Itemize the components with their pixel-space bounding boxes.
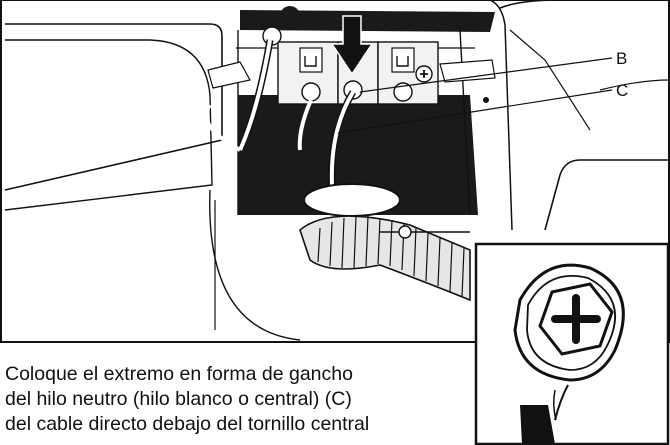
right-panel-edge	[489, 0, 513, 231]
ground-wire-loop	[204, 103, 241, 152]
down-arrow-icon	[330, 15, 374, 76]
strain-relief-ring	[303, 183, 401, 217]
top-grommet	[280, 6, 300, 26]
hex-screw-icon	[538, 282, 614, 356]
wire-insulation	[520, 405, 555, 444]
housing-curve	[209, 189, 301, 341]
left-wire	[297, 99, 313, 151]
right-housing-outline	[499, 0, 670, 231]
callout-c-leader	[337, 89, 613, 134]
left-housing-outline	[4, 23, 223, 191]
callout-b-leader	[359, 57, 613, 93]
left-tab	[207, 61, 251, 89]
top-dark-strip	[240, 10, 495, 32]
wire-strand	[552, 389, 557, 421]
right-housing-crease	[509, 29, 591, 131]
inset-detail	[474, 242, 670, 445]
conduit-assembly	[299, 183, 471, 302]
clamp-screw-icon	[398, 225, 412, 239]
terminal-right-slot	[391, 47, 415, 73]
conduit-ribs	[317, 215, 465, 298]
terminal-left-slot	[299, 47, 323, 73]
left-terminal-screw-icon	[301, 82, 321, 102]
wires	[204, 39, 357, 186]
wiring-cavity	[238, 95, 478, 215]
terminal-left-clip	[304, 56, 317, 67]
right-cross-mark	[420, 70, 428, 78]
wire-hook-inner	[526, 274, 616, 371]
right-housing-edge	[599, 79, 670, 91]
instruction-caption: Coloque el extremo en forma de gancho de…	[5, 362, 475, 437]
left-housing-inner	[4, 39, 213, 211]
callout-b-label: B	[616, 49, 627, 68]
main-illustration: B C	[0, 0, 670, 343]
bracket-sides	[237, 29, 471, 216]
caption-line-2: del hilo neutro (hilo blanco o central) …	[5, 388, 352, 410]
right-terminal-screw-icon	[393, 82, 413, 102]
terminal-right-clip	[396, 56, 409, 67]
caption-line-1: Coloque el extremo en forma de gancho	[5, 363, 353, 385]
callout-c-label: C	[616, 81, 628, 100]
ground-wire-core	[238, 39, 272, 151]
neutral-wire-core	[329, 90, 355, 186]
right-tab	[439, 59, 496, 83]
caption-line-3: del cable directo debajo del tornillo ce…	[5, 413, 370, 435]
leader-dot	[483, 97, 489, 103]
